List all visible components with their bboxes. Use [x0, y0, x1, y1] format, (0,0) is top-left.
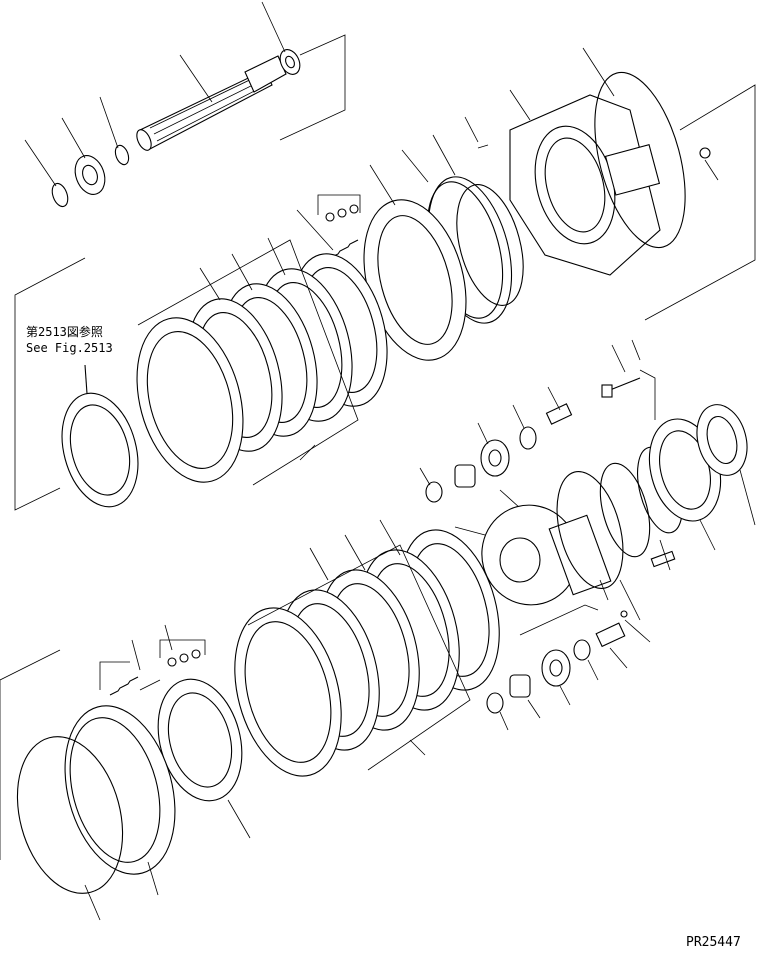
- reference-callout: [14, 257, 139, 511]
- small-gear-group: [24, 96, 130, 208]
- spring-pins-lower: [99, 624, 206, 696]
- planet-gear-parts: [419, 339, 756, 731]
- reference-note-english: See Fig.2513: [26, 341, 113, 355]
- reference-note-japanese: 第2513図参照: [26, 325, 103, 339]
- drawing-number: PR25447: [686, 935, 741, 950]
- clutch-housing: [464, 47, 756, 321]
- lower-disc-pack: [234, 519, 500, 777]
- piston-plate-lower: [0, 649, 176, 921]
- ring-gear-lower: [157, 678, 251, 839]
- upper-disc-pack: [136, 237, 388, 486]
- spring-pins-upper: [296, 194, 361, 259]
- input-shaft-group: [136, 1, 346, 151]
